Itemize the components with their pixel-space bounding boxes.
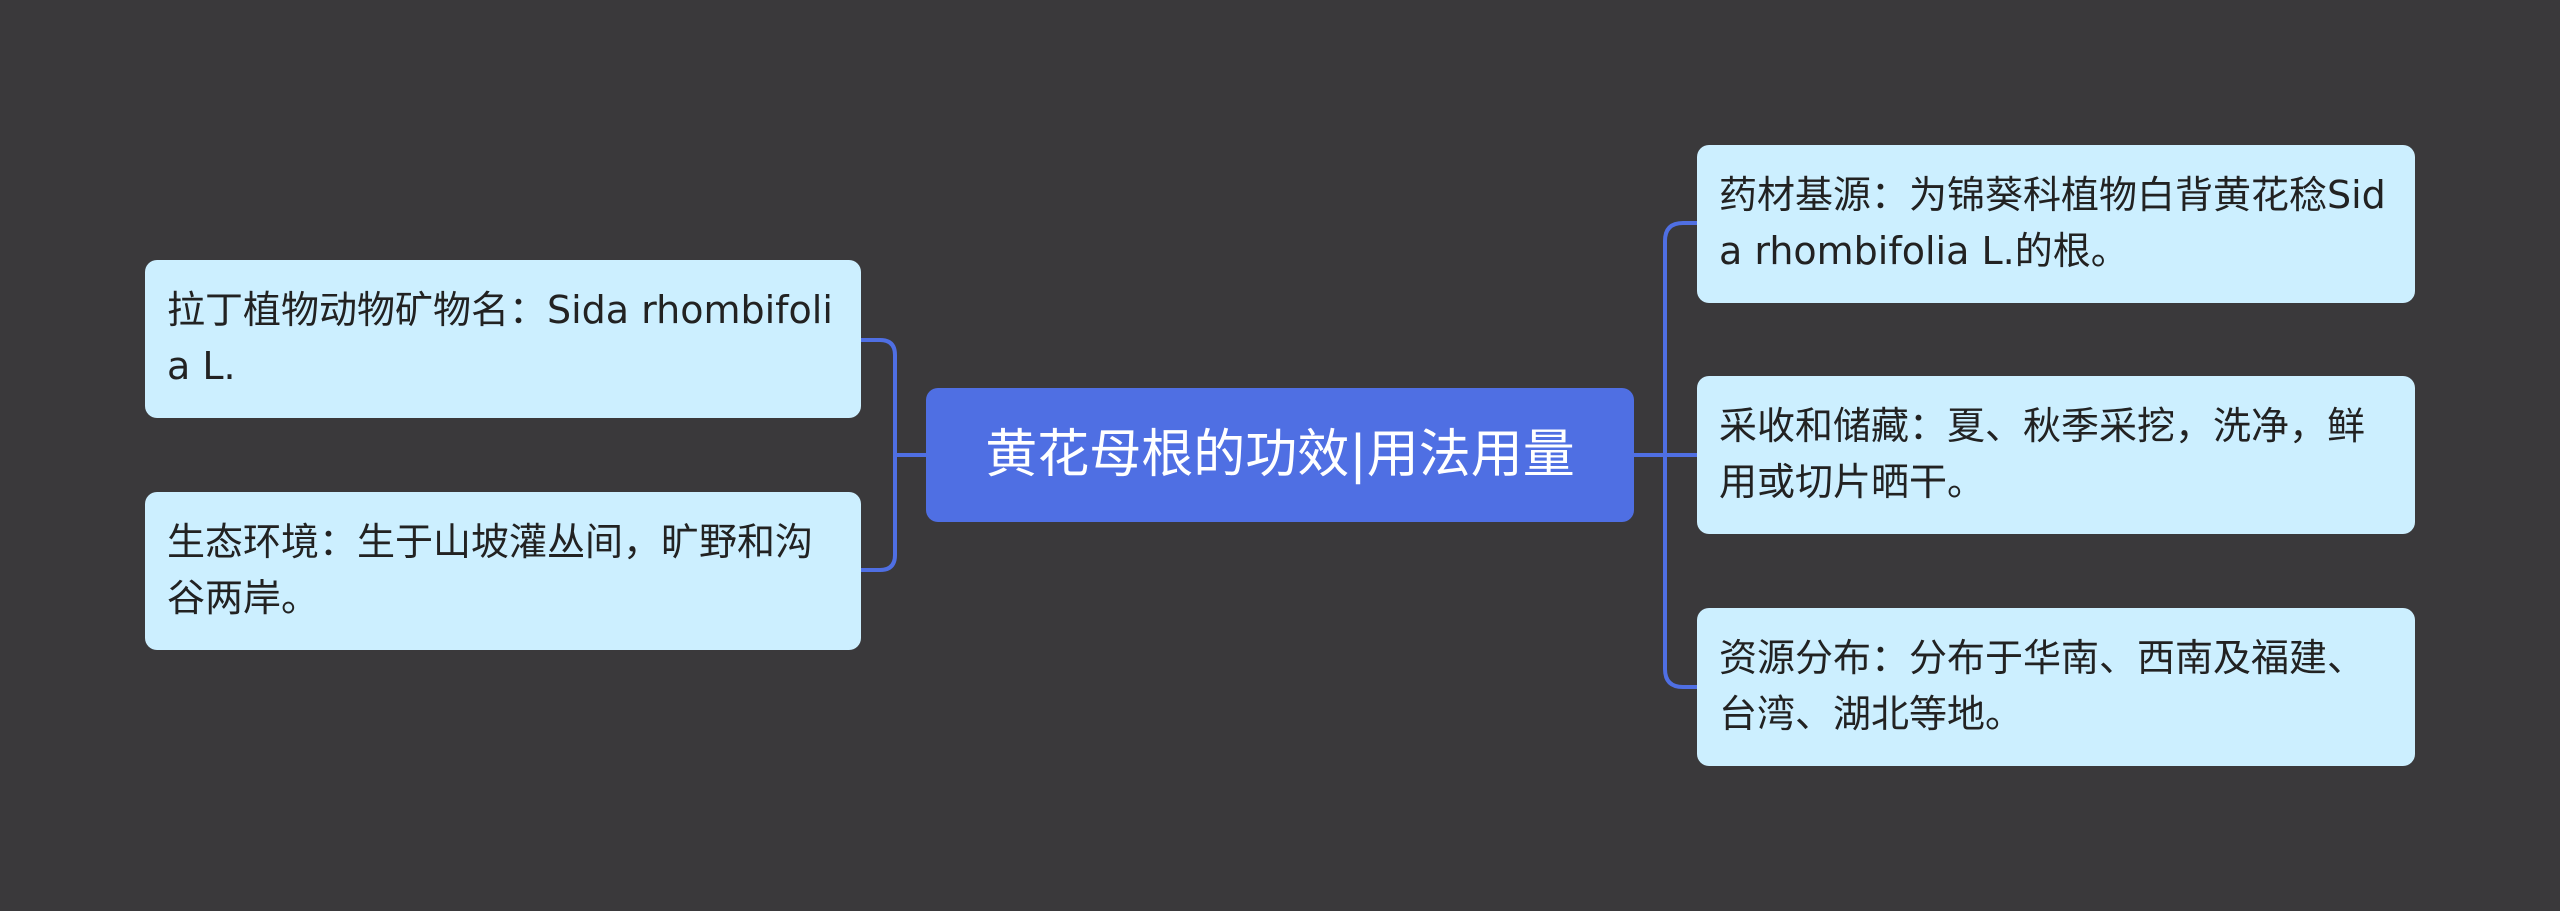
topic-latin-name[interactable]: 拉丁植物动物矿物名：Sida rhombifolia L. [145, 260, 861, 418]
link-left-1 [859, 338, 897, 572]
topic-source[interactable]: 药材基源：为锦葵科植物白背黄花稔Sida rhombifolia L.的根。 [1697, 145, 2415, 303]
topic-distribution[interactable]: 资源分布：分布于华南、西南及福建、台湾、湖北等地。 [1697, 608, 2415, 766]
topic-habitat[interactable]: 生态环境：生于山坡灌丛间，旷野和沟谷两岸。 [145, 492, 861, 650]
root-topic[interactable]: 黄花母根的功效|用法用量 [926, 388, 1634, 522]
topic-harvest-storage[interactable]: 采收和储藏：夏、秋季采挖，洗净，鲜用或切片晒干。 [1697, 376, 2415, 534]
